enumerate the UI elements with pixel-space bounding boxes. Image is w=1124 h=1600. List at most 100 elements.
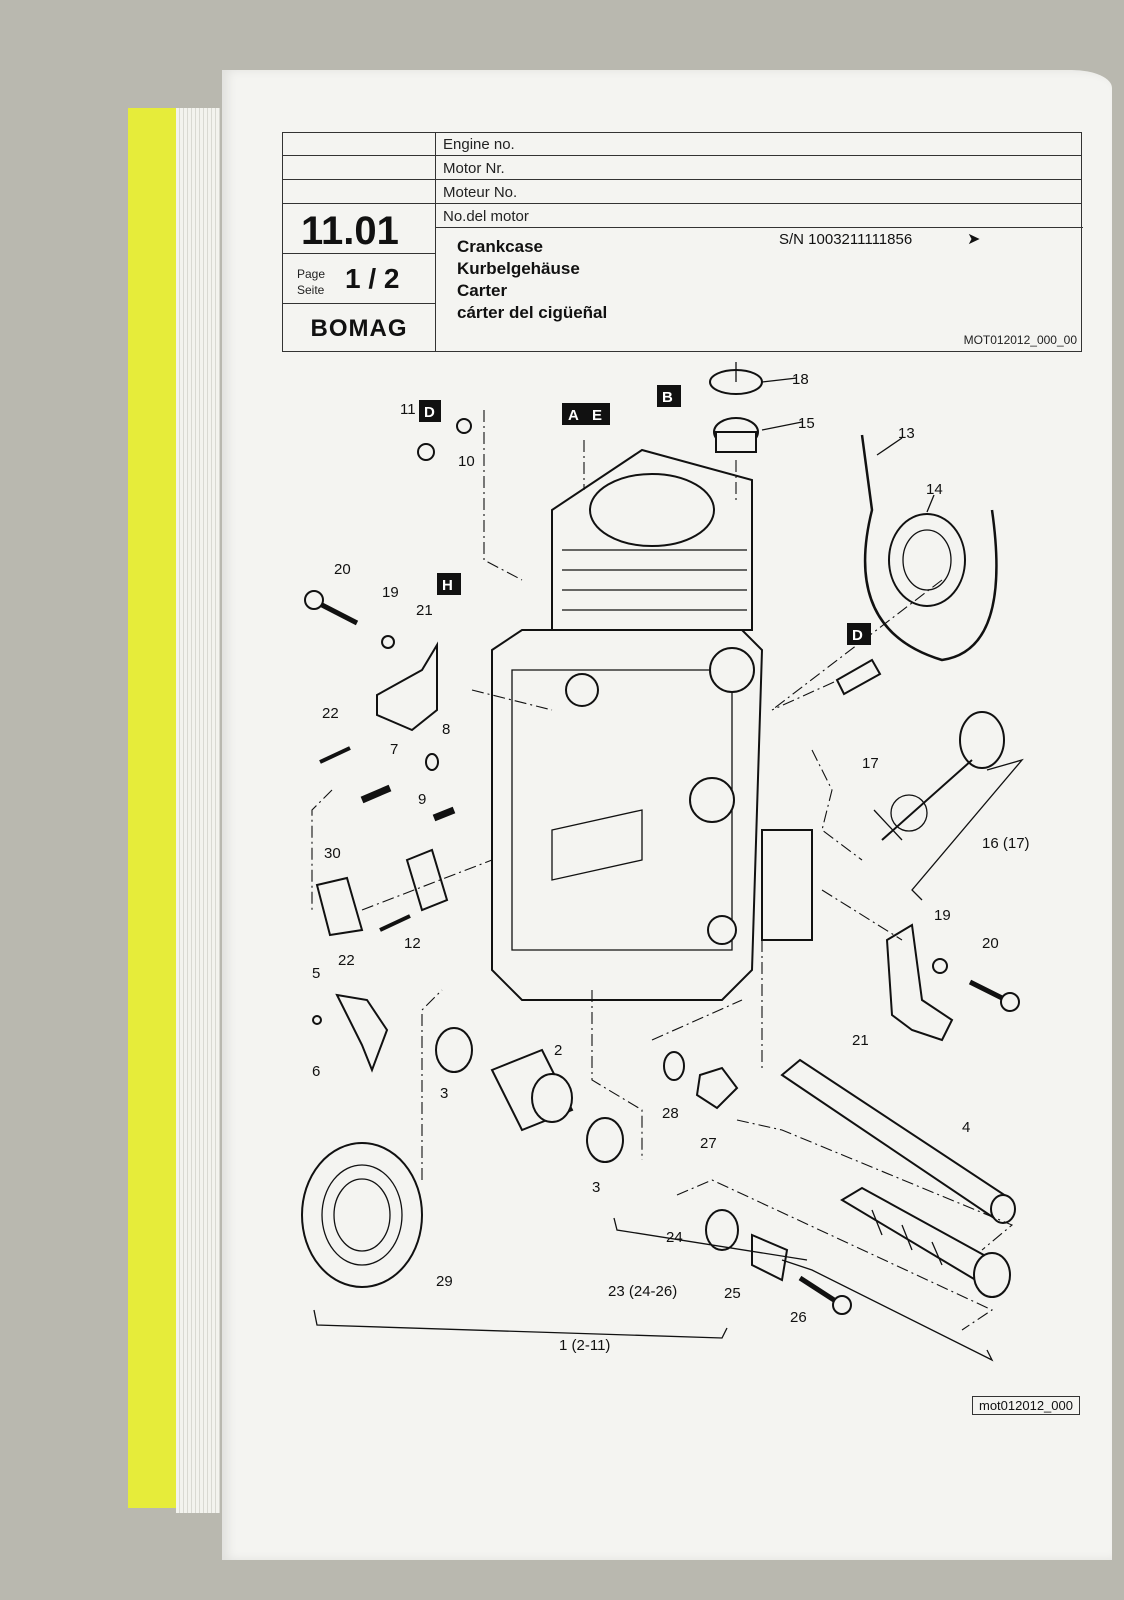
- screw-22b: [379, 914, 411, 932]
- oring-8: [425, 753, 439, 771]
- plug-15: [713, 417, 759, 453]
- screw-19-left: [381, 635, 395, 649]
- callout-1: 1 (2-11): [559, 1337, 610, 1354]
- callout-20-right: 20: [982, 935, 999, 952]
- svg-text:E: E: [592, 407, 602, 424]
- pin-7: [360, 784, 392, 804]
- bracket-21-right: [885, 923, 954, 1042]
- bushing-30: [315, 876, 364, 937]
- circlip-3b: [586, 1117, 624, 1163]
- callout-22b: 22: [338, 952, 355, 969]
- callout-17: 17: [862, 755, 879, 772]
- plug-d: [835, 658, 882, 696]
- callout-3a: 3: [440, 1085, 448, 1102]
- pin-9: [432, 806, 456, 822]
- callout-11: 11: [400, 401, 416, 418]
- shaft-4: [780, 1058, 1016, 1224]
- page-label: Page: [297, 267, 326, 281]
- marker-h: H: [437, 573, 461, 595]
- dipstick-16: [881, 711, 1005, 841]
- callout-23: 23 (24-26): [608, 1283, 677, 1300]
- title-fr: Carter: [457, 281, 508, 300]
- crankcase-body: [491, 448, 813, 1001]
- title-en: Crankcase: [457, 237, 544, 256]
- svg-text:D: D: [852, 627, 863, 644]
- seite-label: Seite: [297, 283, 325, 297]
- callout-4: 4: [962, 1119, 970, 1136]
- oil-seal-14: [888, 513, 966, 607]
- callout-21-left: 21: [416, 602, 433, 619]
- label-no-del-motor: No.del motor: [443, 208, 529, 225]
- figure-reference: mot012012_000: [972, 1396, 1080, 1415]
- callout-28: 28: [662, 1105, 679, 1122]
- callout-27: 27: [700, 1135, 717, 1152]
- callout-7: 7: [390, 741, 398, 758]
- arrow-icon: ➤: [967, 231, 981, 248]
- nut-11: [417, 443, 435, 461]
- bushing-12: [405, 848, 449, 912]
- callout-21-right: 21: [852, 1032, 869, 1049]
- section-number: 11.01: [301, 209, 399, 253]
- callout-8: 8: [442, 721, 450, 738]
- svg-text:A: A: [568, 407, 579, 424]
- callout-5: 5: [312, 965, 320, 982]
- svg-text:B: B: [662, 389, 673, 406]
- callout-13: 13: [898, 425, 915, 442]
- label-motor-nr: Motor Nr.: [443, 160, 505, 177]
- bolt-20-right: [968, 979, 1020, 1012]
- oring-24: [705, 1209, 739, 1251]
- screw-22a: [319, 746, 351, 764]
- label-moteur-no: Moteur No.: [443, 184, 518, 201]
- callout-25: 25: [724, 1285, 741, 1302]
- title-es: cárter del cigüeñal: [457, 303, 608, 322]
- exploded-view-diagram: [301, 362, 1024, 1362]
- washer-10: [456, 418, 472, 434]
- callout-16: 16 (17): [982, 835, 1030, 852]
- page-stack: [176, 108, 220, 1513]
- marker-e: E: [586, 403, 610, 425]
- callout-15: 15: [798, 415, 815, 432]
- marker-d-right: D: [847, 623, 871, 645]
- screw-26: [798, 1275, 852, 1315]
- callout-19-left: 19: [382, 584, 399, 601]
- title-block: Engine no. Motor Nr. Moteur No. No.del m…: [282, 132, 1083, 354]
- seal-band-13: [860, 434, 998, 662]
- callout-12: 12: [404, 935, 421, 952]
- callout-3b: 3: [592, 1179, 600, 1196]
- callout-22a: 22: [322, 705, 339, 722]
- binder-edge: [128, 108, 182, 1508]
- callout-10: 10: [458, 453, 475, 470]
- callout-6: 6: [312, 1063, 320, 1080]
- callout-14: 14: [926, 481, 943, 498]
- washer-28: [663, 1051, 685, 1081]
- plate-6: [335, 993, 389, 1073]
- sleeve-2: [490, 1048, 574, 1132]
- bracket-21-left: [376, 641, 438, 732]
- bolt-20-left: [304, 590, 359, 626]
- screw-27: [695, 1066, 739, 1110]
- document-reference: MOT012012_000_00: [963, 333, 1077, 347]
- marker-d-top: D: [419, 400, 441, 422]
- callout-30: 30: [324, 845, 341, 862]
- circlip-3a: [435, 1027, 473, 1073]
- marker-b: B: [657, 385, 681, 407]
- callout-26: 26: [790, 1309, 807, 1326]
- callout-19-right: 19: [934, 907, 951, 924]
- callout-20-left: 20: [334, 561, 351, 578]
- pin-5: [312, 1015, 322, 1025]
- callout-2: 2: [554, 1042, 562, 1059]
- bearing-29: [301, 1142, 423, 1288]
- svg-text:H: H: [442, 577, 453, 594]
- serial-number: S/N 1003211111856: [779, 231, 913, 248]
- washer-19-right: [932, 958, 948, 974]
- shell-25: [751, 1233, 789, 1282]
- label-engine-no: Engine no.: [443, 136, 515, 153]
- filter-23: [840, 1186, 1011, 1298]
- title-de: Kurbelgehäuse: [457, 259, 580, 278]
- brand-logo: BOMAG: [283, 303, 435, 354]
- svg-text:D: D: [424, 404, 435, 421]
- callout-24: 24: [666, 1229, 683, 1246]
- catalog-page: Engine no. Motor Nr. Moteur No. No.del m…: [222, 70, 1112, 1560]
- callout-29: 29: [436, 1273, 453, 1290]
- callout-18: 18: [792, 371, 809, 388]
